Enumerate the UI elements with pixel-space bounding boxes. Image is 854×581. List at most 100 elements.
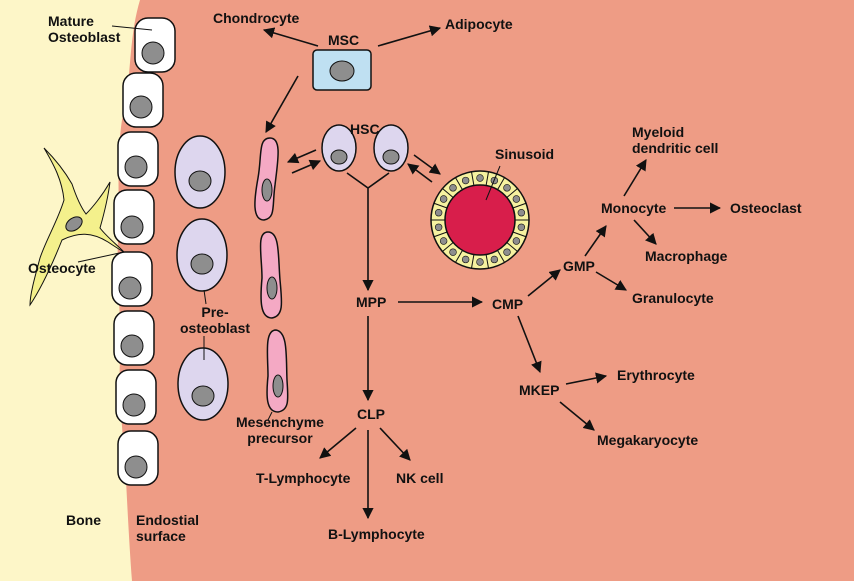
sinusoid-cell-divider	[485, 254, 490, 269]
sinusoid-cell-divider	[455, 250, 463, 263]
sinusoid-cell-divider	[455, 177, 463, 190]
nk-cell-label: NK cell	[396, 470, 444, 486]
arrow-msc-to-chondrocyte	[262, 27, 319, 47]
arrow-sinusoid-to-hsc	[407, 163, 433, 183]
hsc-label: HSC	[350, 121, 380, 137]
monocyte-label: Monocyte	[601, 200, 667, 216]
mesenchyme-precursor-cell	[266, 329, 289, 413]
msc-nucleus	[329, 60, 355, 82]
arrow-mkep-to-erythrocyte	[565, 372, 608, 385]
sinusoid-cell-divider	[485, 171, 490, 186]
bone-label: Bone	[66, 512, 101, 528]
sinusoid-cell-nucleus	[503, 184, 511, 192]
sinusoid-cell-nucleus	[512, 237, 521, 245]
pre-osteoblast-label: Pre- osteoblast	[180, 304, 251, 336]
sinusoid-cell-divider	[506, 242, 518, 252]
arrow-clp-to-nk-cell	[379, 427, 411, 461]
clp-label: CLP	[357, 406, 385, 422]
arrow-hsc-to-mesenchyme	[286, 149, 317, 164]
b-lymphocyte-label: B-Lymphocyte	[328, 526, 425, 542]
sinusoid-cell-nucleus	[490, 255, 499, 264]
sinusoid-cell-nucleus	[434, 223, 443, 231]
arrow-clp-to-t-lymphocyte	[319, 427, 357, 459]
pre-osteoblast-nucleus	[188, 170, 212, 192]
arrow-cmp-to-gmp	[527, 269, 561, 297]
hsc-nucleus-right	[382, 149, 400, 165]
hsc-merge-connector	[346, 172, 390, 290]
pre-osteoblast-nucleus	[191, 385, 215, 407]
sinusoid-cell-divider	[497, 177, 505, 190]
pre-osteoblast-cell	[177, 347, 229, 421]
osteoclast-label: Osteoclast	[730, 200, 802, 216]
mpp-label: MPP	[356, 294, 387, 310]
hsc-nucleus-left	[330, 149, 348, 165]
sinusoid-cell-nucleus	[476, 258, 484, 266]
osteocyte-label: Osteocyte	[28, 260, 96, 276]
megakaryocyte-label: Megakaryocyte	[597, 432, 699, 448]
lineage-arrows	[262, 25, 722, 520]
msc-label: MSC	[328, 32, 360, 48]
gmp-label: GMP	[563, 258, 595, 274]
cmp-label: CMP	[492, 296, 524, 312]
macrophage-label: Macrophage	[645, 248, 728, 264]
mature-osteoblast-nuclei	[118, 41, 165, 479]
bone-region	[0, 0, 140, 581]
arrow-mkep-to-megakaryocyte	[559, 401, 595, 431]
sinusoid-vessel	[430, 170, 530, 270]
sinusoid-cell-divider	[442, 242, 454, 252]
arrow-hsc-to-sinusoid	[413, 154, 441, 175]
sinusoid-cell-divider	[506, 188, 518, 198]
hsc-cell-left	[321, 124, 357, 172]
erythrocyte-label: Erythrocyte	[617, 367, 695, 383]
leader-pre-osteoblast-upper	[203, 289, 207, 305]
sinusoid-cell-divider	[442, 188, 454, 198]
arrow-msc-to-adipocyte	[377, 25, 442, 47]
hsc-cell-right	[373, 124, 409, 172]
myeloid-dendritic-cell-label: Myeloid dendritic cell	[632, 124, 719, 156]
sinusoid-cell-nucleus	[439, 195, 448, 203]
label-leader-lines	[77, 25, 501, 421]
leader-sinusoid	[485, 165, 501, 201]
arrow-mesenchyme-to-hsc	[291, 159, 322, 174]
t-lymphocyte-label: T-Lymphocyte	[256, 470, 351, 486]
sinusoid-endothelial-cells	[431, 171, 529, 269]
sinusoid-cell-nucleus	[503, 248, 511, 256]
mature-osteoblast-label: Mature Osteoblast	[48, 13, 121, 45]
mkep-label: MKEP	[519, 382, 560, 398]
sinusoid-cell-nucleus	[476, 174, 484, 182]
pre-osteoblast-cells	[174, 135, 229, 421]
sinusoid-cell-nucleus	[449, 248, 457, 256]
arrow-monocyte-to-dendritic	[623, 159, 647, 197]
arrow-cmp-to-mkep	[517, 315, 542, 374]
sinusoid-cell-nucleus	[449, 184, 457, 192]
sinusoid-cell-nucleus	[517, 209, 526, 217]
arrow-msc-to-mesenchyme	[265, 75, 299, 133]
arrow-monocyte-to-macrophage	[633, 219, 657, 245]
leader-mature-osteoblast	[111, 25, 153, 31]
sinusoid-cell-nucleus	[461, 176, 470, 185]
sinusoid-cell-nucleus	[512, 195, 521, 203]
arrow-gmp-to-monocyte	[584, 225, 607, 257]
sinusoid-cell-nucleus	[434, 209, 443, 217]
mesenchyme-precursor-cell	[259, 231, 283, 319]
sinusoid-cell-divider	[497, 250, 505, 263]
sinusoid-cell-divider	[512, 202, 527, 209]
granulocyte-label: Granulocyte	[632, 290, 714, 306]
endostial-surface-label: Endostial surface	[136, 512, 200, 544]
osteocyte-nucleus	[65, 216, 83, 232]
sinusoid-cell-nucleus	[517, 223, 526, 231]
sinusoid-cell-divider	[512, 231, 527, 238]
mesenchyme-precursor-nucleus	[272, 374, 284, 398]
pre-osteoblast-nucleus	[190, 253, 214, 275]
arrow-gmp-to-granulocyte	[595, 271, 627, 291]
chondrocyte-label: Chondrocyte	[213, 10, 300, 26]
sinusoid-cell-nucleus	[439, 237, 448, 245]
sinusoid-cell-divider	[470, 254, 475, 269]
sinusoid-cell-divider	[433, 202, 448, 209]
mesenchyme-precursor-nucleus	[266, 276, 278, 300]
leader-osteocyte	[77, 251, 125, 263]
leader-mesenchyme-precursor	[267, 411, 273, 421]
sinusoid-cell-nucleus	[461, 255, 470, 264]
